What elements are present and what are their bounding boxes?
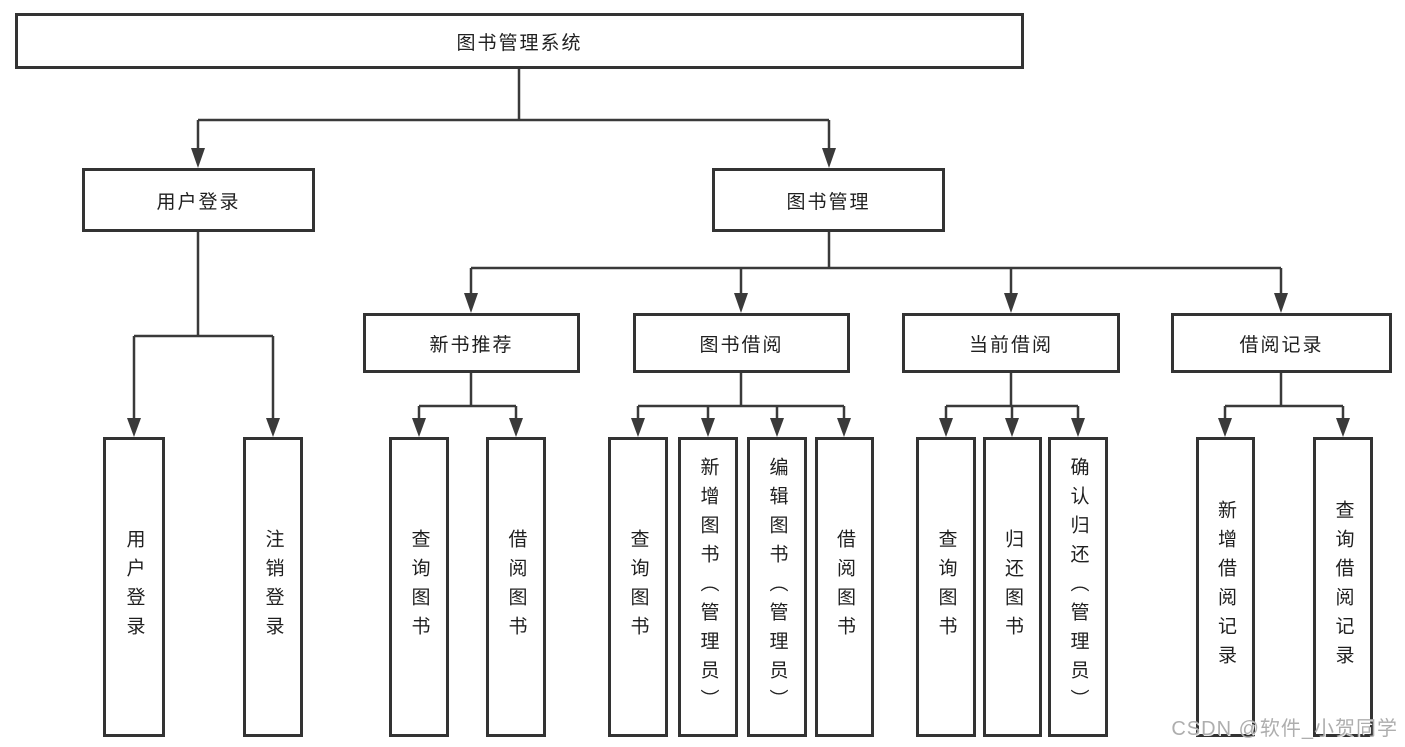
leaf-borrow-book-2-label: 借阅图书 (834, 529, 855, 645)
leaf-edit-book-admin: 编辑图书（管理员） (747, 437, 807, 737)
leaf-query-book-1-label: 查询图书 (408, 529, 430, 645)
leaf-confirm-return-admin: 确认归还（管理员） (1048, 437, 1108, 737)
leaf-add-borrow-record: 新增借阅记录 (1196, 437, 1255, 737)
node-current-borrow: 当前借阅 (902, 313, 1120, 373)
node-book-management: 图书管理 (712, 168, 945, 232)
arrowhead-icons (127, 148, 1350, 437)
leaf-borrow-book-1: 借阅图书 (486, 437, 546, 737)
leaf-query-book-3: 查询图书 (916, 437, 976, 737)
leaf-add-borrow-record-label: 新增借阅记录 (1215, 500, 1236, 674)
node-borrow-records: 借阅记录 (1171, 313, 1392, 373)
leaf-query-book-2: 查询图书 (608, 437, 668, 737)
node-current-borrow-label: 当前借阅 (968, 334, 1053, 356)
node-new-book-recommend-label: 新书推荐 (429, 334, 514, 356)
node-root: 图书管理系统 (15, 13, 1024, 69)
leaf-add-book-admin-label: 新增图书（管理员） (697, 456, 719, 718)
csdn-watermark: CSDN @软件_小贺同学 (1171, 718, 1398, 740)
leaf-query-borrow-record-label: 查询借阅记录 (1332, 500, 1354, 674)
leaf-logout: 注销登录 (243, 437, 303, 737)
node-book-borrow-label: 图书借阅 (699, 334, 784, 356)
leaf-borrow-book-2: 借阅图书 (815, 437, 874, 737)
leaf-confirm-return-admin-label: 确认归还（管理员） (1067, 456, 1089, 718)
leaf-query-borrow-record: 查询借阅记录 (1313, 437, 1373, 737)
node-borrow-records-label: 借阅记录 (1239, 334, 1324, 356)
leaf-query-book-1: 查询图书 (389, 437, 449, 737)
node-user-login-label: 用户登录 (156, 191, 241, 213)
leaf-user-login: 用户登录 (103, 437, 165, 737)
leaf-user-login-label: 用户登录 (123, 529, 145, 645)
node-book-borrow: 图书借阅 (633, 313, 850, 373)
node-book-management-label: 图书管理 (786, 191, 871, 213)
leaf-edit-book-admin-label: 编辑图书（管理员） (766, 456, 788, 718)
leaf-borrow-book-1-label: 借阅图书 (505, 529, 527, 645)
node-root-label: 图书管理系统 (456, 32, 583, 54)
leaf-logout-label: 注销登录 (262, 529, 284, 645)
node-new-book-recommend: 新书推荐 (363, 313, 580, 373)
leaf-query-book-3-label: 查询图书 (935, 529, 957, 645)
leaf-query-book-2-label: 查询图书 (627, 529, 649, 645)
node-user-login: 用户登录 (82, 168, 315, 232)
leaf-return-book-label: 归还图书 (1002, 529, 1023, 645)
leaf-return-book: 归还图书 (983, 437, 1042, 737)
leaf-add-book-admin: 新增图书（管理员） (678, 437, 738, 737)
